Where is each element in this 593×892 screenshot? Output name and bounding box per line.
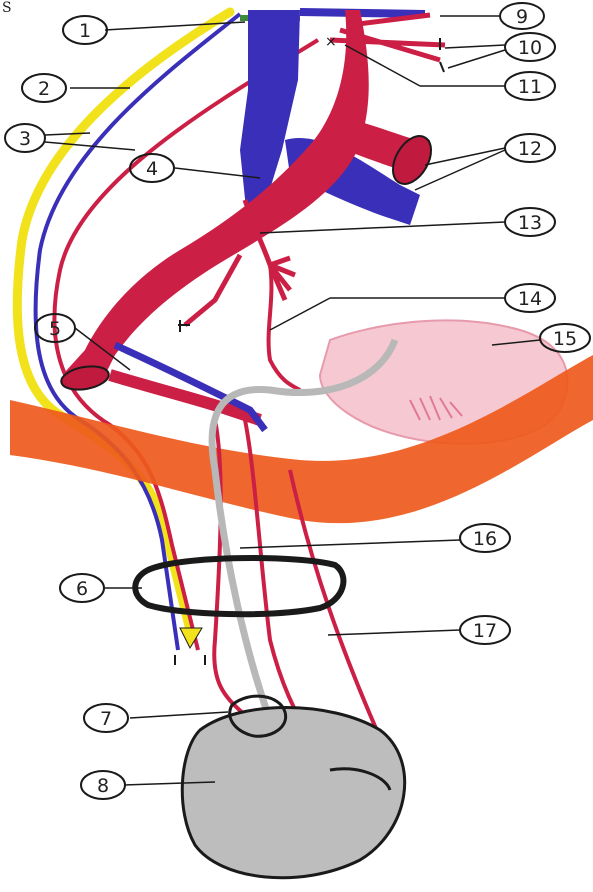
cross-mark: × [325, 34, 337, 50]
callout-label: 16 [473, 528, 497, 550]
vein-top-right [300, 12, 425, 14]
callout-16: 16 [460, 524, 510, 552]
callout-label: 11 [518, 76, 542, 98]
callout-3: 3 [5, 124, 45, 152]
callout-label: 6 [76, 578, 88, 600]
corner-mark: S [2, 0, 12, 16]
callout-13: 13 [505, 208, 555, 236]
callout-label: 1 [79, 20, 91, 42]
callout-4: 4 [130, 154, 174, 182]
callout-label: 7 [100, 708, 112, 730]
callout-label: 17 [473, 620, 497, 642]
callout-1: 1 [63, 16, 107, 44]
callout-label: 15 [553, 328, 577, 350]
iliac-opening [59, 363, 110, 393]
callout-label: 9 [516, 6, 528, 28]
callout-10: 10 [505, 33, 555, 61]
callout-8: 8 [81, 771, 125, 799]
callout-2: 2 [22, 74, 66, 102]
callout-label: 12 [518, 138, 542, 160]
callout-6: 6 [60, 574, 104, 602]
callout-11: 11 [505, 72, 555, 100]
callout-15: 15 [540, 324, 590, 352]
aorta [65, 10, 369, 385]
callout-17: 17 [460, 616, 510, 644]
callout-7: 7 [84, 704, 128, 732]
callout-label: 5 [49, 318, 61, 340]
callout-label: 10 [518, 37, 542, 59]
callout-label: 8 [97, 775, 109, 797]
callout-label: 3 [19, 128, 31, 150]
callout-label: 13 [518, 212, 542, 234]
callout-9: 9 [500, 3, 544, 29]
testis [182, 708, 404, 878]
callout-label: 4 [146, 158, 158, 180]
callout-12: 12 [505, 134, 555, 162]
callout-label: 14 [518, 288, 542, 310]
callout-5: 5 [35, 314, 75, 342]
callout-14: 14 [505, 284, 555, 312]
callout-label: 2 [38, 78, 50, 100]
